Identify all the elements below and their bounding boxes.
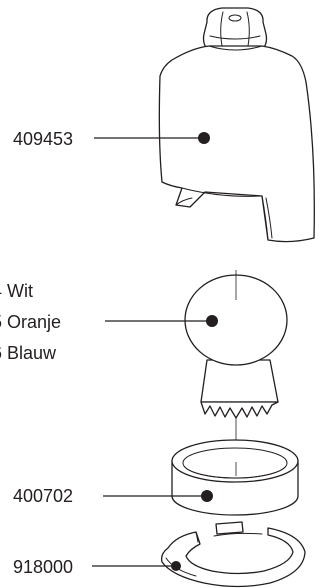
callout-head	[105, 315, 218, 327]
head-part	[184, 270, 288, 490]
clip-tab	[215, 521, 244, 535]
cap-knob	[202, 7, 268, 51]
clip-body	[160, 527, 306, 588]
label-head-variant-3: 6 Blauw	[0, 343, 57, 363]
ring-part	[171, 439, 299, 516]
label-clip: 918000	[13, 557, 73, 577]
callout-ring	[103, 490, 213, 502]
head-collar	[200, 359, 279, 403]
label-ring: 400702	[13, 486, 73, 506]
label-head-variant-2: 5 Oranje	[0, 312, 61, 332]
ring-top-rim	[171, 439, 299, 483]
label-head-variant-1: 4 Wit	[0, 281, 33, 301]
cap-body	[158, 45, 315, 243]
clip-part	[160, 521, 306, 588]
cap-knob-hole	[228, 14, 242, 22]
head-serrated-edge	[200, 401, 279, 419]
callout-clip	[92, 561, 181, 571]
label-cap: 409453	[13, 129, 73, 149]
callout-cap	[94, 132, 210, 144]
cap-part	[158, 7, 315, 243]
